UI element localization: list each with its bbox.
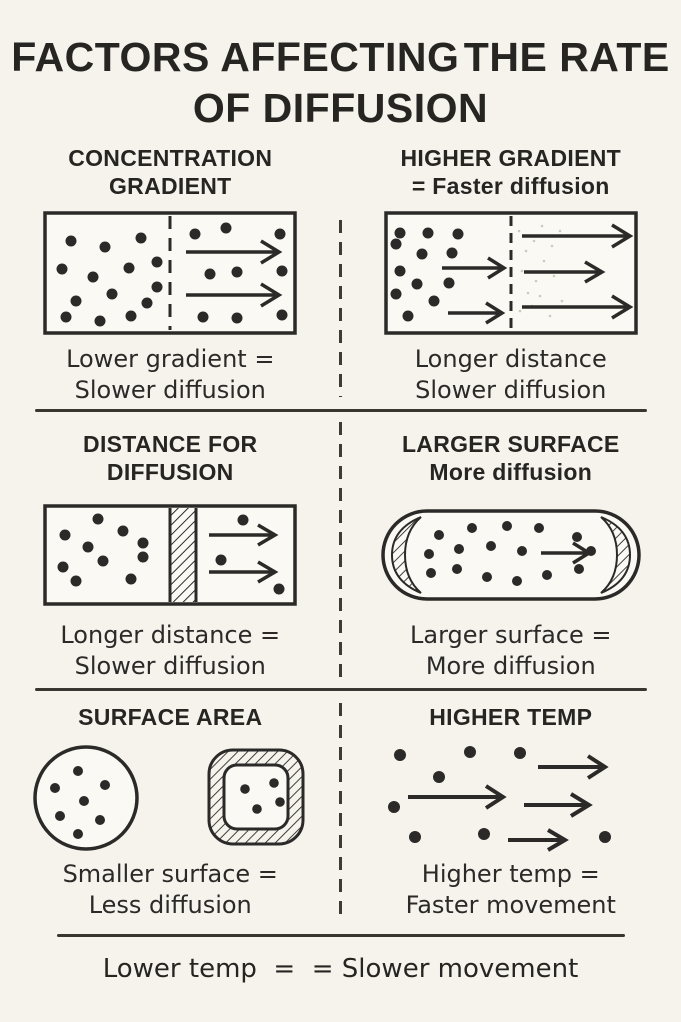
heading-line: = Faster diffusion <box>411 173 610 199</box>
heading-line: DISTANCE FOR <box>83 431 258 457</box>
surface-area-diagram <box>29 741 311 855</box>
particle-dots-square <box>240 778 286 814</box>
panel-concentration-gradient: CONCENTRATION GRADIENT <box>0 134 341 409</box>
panel-higher-gradient: HIGHER GRADIENT = Faster diffusion <box>341 134 681 409</box>
heading-line: HIGHER GRADIENT <box>400 145 621 171</box>
particle-dots-high-side <box>390 227 464 322</box>
heading-line: CONCENTRATION <box>68 145 273 171</box>
poster-title: FACTORS AFFECTING THE RATE OF DIFFUSION <box>0 0 681 134</box>
panel-caption: Longer distance Slower diffusion <box>415 344 607 406</box>
membrane-box-high-gradient-illustration <box>384 211 638 335</box>
panel-heading: HIGHER TEMP <box>429 703 592 735</box>
section-divider-line <box>34 409 647 412</box>
panel-heading: LARGER SURFACE More diffusion <box>402 430 620 488</box>
title-line-2: THE RATE OF DIFFUSION <box>192 34 670 131</box>
high-gradient-diagram <box>384 210 638 336</box>
caption-line: Larger surface = <box>410 621 612 649</box>
circle-and-square-cells-illustration <box>33 745 305 851</box>
footer-note: Lower temp = = Slower movement <box>102 954 579 984</box>
particle-dots <box>387 746 611 843</box>
caption-line: Lower gradient = <box>66 345 275 373</box>
heading-line: GRADIENT <box>108 173 232 199</box>
elongated-cell-illustration <box>381 509 641 601</box>
row-distance-surface: DISTANCE FOR DIFFUSION <box>0 412 681 688</box>
hatched-end-left <box>390 516 422 594</box>
larger-surface-diagram <box>379 502 643 608</box>
heading-line: DIFFUSION <box>106 459 234 485</box>
low-gradient-diagram <box>43 210 297 336</box>
column-divider-dashed <box>339 422 342 680</box>
caption-line: Slower diffusion <box>415 376 607 404</box>
footer-divider-line <box>56 934 625 937</box>
caption-line: Slower diffusion <box>74 652 266 680</box>
heading-line: More diffusion <box>429 459 593 485</box>
caption-line: Longer distance <box>414 345 607 373</box>
caption-line: Less diffusion <box>88 891 252 919</box>
particle-dots-high-side <box>56 232 163 327</box>
panel-caption: Larger surface = More diffusion <box>410 620 611 682</box>
thick-walled-cell-inner <box>222 763 290 831</box>
row-concentration: CONCENTRATION GRADIENT <box>0 134 681 409</box>
hatched-barrier <box>170 508 197 602</box>
panel-larger-surface: LARGER SURFACE More diffusion <box>341 412 681 688</box>
fast-particles-illustration <box>387 746 611 852</box>
particle-dots-right <box>215 514 285 595</box>
panel-heading: DISTANCE FOR DIFFUSION <box>83 430 257 488</box>
diffusion-arrow-icons <box>209 523 279 584</box>
heading-line: SURFACE AREA <box>78 704 263 730</box>
hatched-end-right <box>600 516 631 594</box>
title-line-1: FACTORS AFFECTING <box>11 34 460 80</box>
heading-line: HIGHER TEMP <box>429 704 593 730</box>
panel-surface-area: SURFACE AREA <box>0 691 341 934</box>
panel-caption: Lower gradient = Slower diffusion <box>66 344 274 406</box>
heading-line: LARGER SURFACE <box>401 431 620 457</box>
membrane-box-low-gradient-illustration <box>43 211 297 335</box>
particle-dots <box>423 521 596 586</box>
panel-heading: SURFACE AREA <box>78 703 262 735</box>
particle-dots-circle <box>50 766 111 839</box>
panel-caption: Smaller surface = Less diffusion <box>63 859 278 921</box>
column-divider-dashed <box>339 220 342 397</box>
caption-line: Higher temp = <box>421 860 600 888</box>
panel-caption: Higher temp = Faster movement <box>406 859 616 921</box>
panel-higher-temp: HIGHER TEMP <box>341 691 681 934</box>
diffusion-arrow-icons <box>186 239 283 308</box>
particle-dots-low-side <box>189 222 288 324</box>
row-surface-temp: SURFACE AREA <box>0 691 681 934</box>
higher-temp-diagram <box>386 741 636 855</box>
caption-line: Slower diffusion <box>74 376 266 404</box>
panel-heading: CONCENTRATION GRADIENT <box>68 144 272 202</box>
barrier-box-illustration <box>43 504 297 606</box>
column-divider-dashed <box>339 703 342 916</box>
movement-arrow-icons <box>407 754 609 852</box>
caption-line: More diffusion <box>425 652 596 680</box>
caption-line: Longer distance = <box>60 621 281 649</box>
distance-diagram <box>43 502 297 608</box>
panel-caption: Longer distance = Slower diffusion <box>60 620 280 682</box>
particle-dots-left <box>57 513 149 587</box>
caption-line: Smaller surface = <box>62 860 278 888</box>
footer: Lower temp = = Slower movement <box>0 934 681 1016</box>
section-divider-line <box>34 688 647 691</box>
diffusion-arrow-icon <box>540 541 593 565</box>
diffusion-arrow-icons <box>441 223 634 325</box>
panel-heading: HIGHER GRADIENT = Faster diffusion <box>401 144 621 202</box>
caption-line: Faster movement <box>405 891 616 919</box>
panel-distance-for-diffusion: DISTANCE FOR DIFFUSION <box>0 412 341 688</box>
